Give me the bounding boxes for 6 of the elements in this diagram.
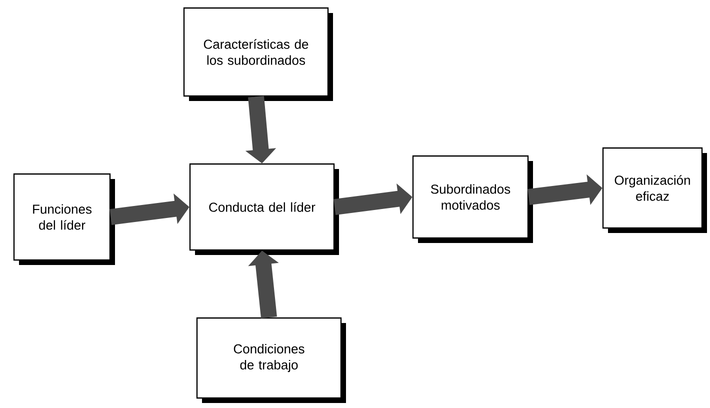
process-box: Subordinados motivados (412, 155, 533, 243)
process-box: Organización eficaz (602, 147, 707, 233)
process-box: Condiciones de trabajo (196, 317, 346, 403)
process-box: Conducta del líder (189, 163, 339, 255)
process-box: Funciones del líder (13, 173, 115, 265)
process-box: Características de los subordinados (183, 7, 333, 101)
